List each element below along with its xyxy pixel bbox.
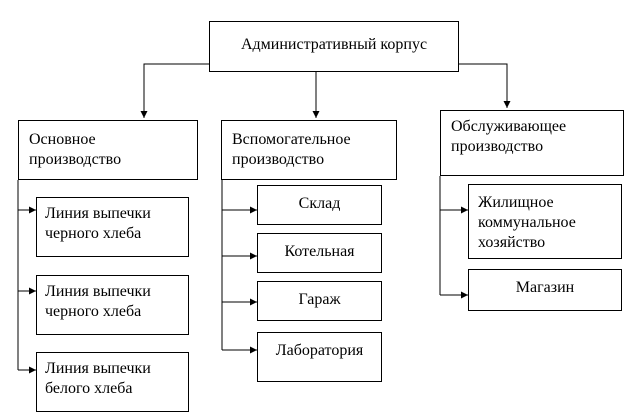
connector-root-left bbox=[140, 63, 209, 118]
item-bread-line-2: Линия выпечки черного хлеба bbox=[36, 275, 189, 335]
item-bread-line-2-text2: черного хлеба bbox=[45, 303, 142, 320]
item-bread-line-1-text1: Линия выпечки bbox=[45, 205, 151, 222]
header-main-line1: Основное bbox=[29, 131, 96, 148]
item-warehouse-label: Склад bbox=[298, 195, 341, 212]
item-garage-label: Гараж bbox=[298, 291, 341, 308]
root-label: Административный корпус bbox=[240, 36, 428, 53]
header-service-line2: производство bbox=[451, 138, 544, 155]
connector-root-right bbox=[459, 63, 511, 108]
header-main-production: Основное производство bbox=[18, 120, 198, 180]
header-auxiliary-line2: производство bbox=[232, 151, 325, 168]
header-auxiliary-line1: Вспомогательное bbox=[232, 131, 351, 148]
item-bread-line-3-text2: белого хлеба bbox=[45, 380, 133, 397]
item-bread-line-1: Линия выпечки черного хлеба bbox=[36, 197, 189, 257]
item-warehouse: Склад bbox=[257, 185, 382, 225]
item-housing-text2: коммунальное bbox=[478, 214, 576, 231]
item-bread-line-2-text1: Линия выпечки bbox=[45, 283, 151, 300]
item-laboratory-label: Лаборатория bbox=[275, 342, 364, 359]
item-bread-line-3: Линия выпечки белого хлеба bbox=[36, 352, 189, 412]
item-bread-line-1-text2: черного хлеба bbox=[45, 225, 142, 242]
item-housing-text3: хозяйство bbox=[478, 234, 546, 251]
item-boiler-room: Котельная bbox=[257, 233, 382, 273]
item-shop-label: Магазин bbox=[515, 279, 575, 296]
header-service-production: Обслуживающее производство bbox=[440, 110, 624, 176]
header-main-line2: производство bbox=[29, 151, 122, 168]
item-housing-services: Жилищное коммунальное хозяйство bbox=[468, 184, 622, 259]
item-shop: Магазин bbox=[468, 269, 622, 311]
header-service-line1: Обслуживающее bbox=[451, 118, 567, 135]
item-bread-line-3-text1: Линия выпечки bbox=[45, 360, 151, 377]
root-box: Административный корпус bbox=[209, 21, 459, 72]
item-housing-text1: Жилищное bbox=[478, 194, 554, 211]
item-boiler-room-label: Котельная bbox=[284, 243, 355, 260]
item-laboratory: Лаборатория bbox=[257, 332, 382, 382]
header-auxiliary-production: Вспомогательное производство bbox=[221, 120, 397, 180]
item-garage: Гараж bbox=[257, 281, 382, 321]
